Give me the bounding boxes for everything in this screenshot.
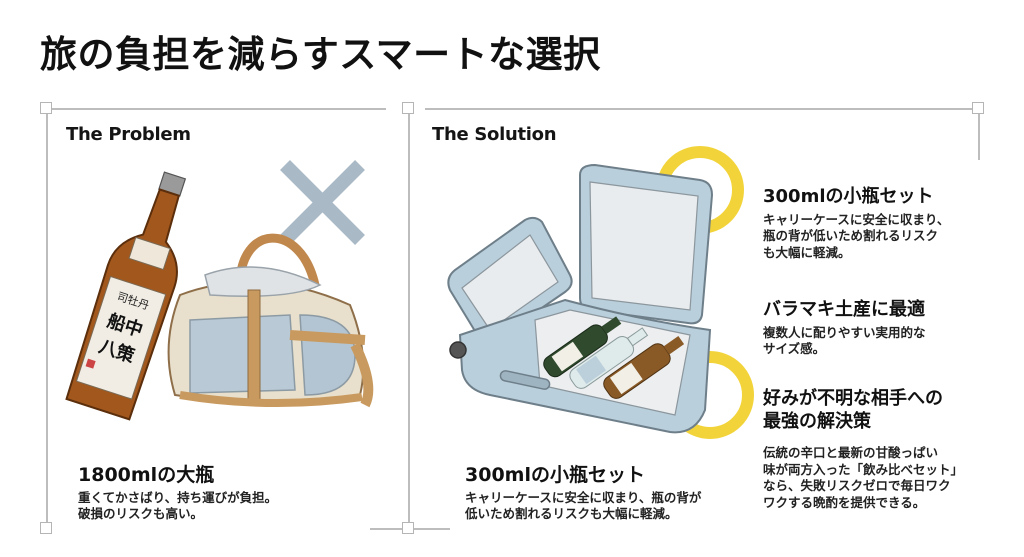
large-sake-bottle-icon: 司牡丹 船中 八策 (65, 171, 187, 421)
frame-corner-marker (972, 102, 984, 114)
feature-heading: 300mlの小瓶セット (763, 186, 934, 207)
problem-heading: 1800mlの大瓶 (78, 464, 215, 486)
frame-corner-marker (402, 522, 414, 534)
suitcase-icon (447, 163, 714, 434)
duffel-bag-icon (167, 233, 374, 408)
solution-label: The Solution (432, 124, 557, 145)
solution-heading: 300mlの小瓶セット (465, 464, 645, 486)
solution-description: キャリーケースに安全に収まり、瓶の背が 低いため割れるリスクも大幅に軽減。 (465, 490, 702, 522)
frame-line (46, 114, 48, 524)
page-title: 旅の負担を減らすスマートな選択 (40, 33, 601, 76)
feature-description: 複数人に配りやすい実用的な サイズ感。 (763, 325, 926, 357)
problem-label: The Problem (66, 124, 191, 145)
frame-line (46, 108, 386, 110)
frame-corner-marker (40, 522, 52, 534)
frame-line (408, 114, 410, 524)
feature-description: キャリーケースに安全に収まり、 瓶の背が低いため割れるリスク も大幅に軽減。 (763, 212, 950, 260)
feature-description: 伝統の辛口と最新の甘酸っぱい 味が両方入った「飲み比べセット」 なら、失敗リスク… (763, 445, 964, 510)
cross-mark-icon (280, 160, 365, 245)
problem-description: 重くてかさばり、持ち運びが負担。 破損のリスクも高い。 (78, 490, 278, 522)
feature-heading: バラマキ土産に最適 (763, 299, 925, 320)
feature-heading: 好みが不明な相手への 最強の解決策 (763, 388, 943, 433)
frame-corner-marker (40, 102, 52, 114)
frame-line (978, 114, 980, 160)
frame-line (425, 108, 973, 110)
frame-corner-marker (402, 102, 414, 114)
